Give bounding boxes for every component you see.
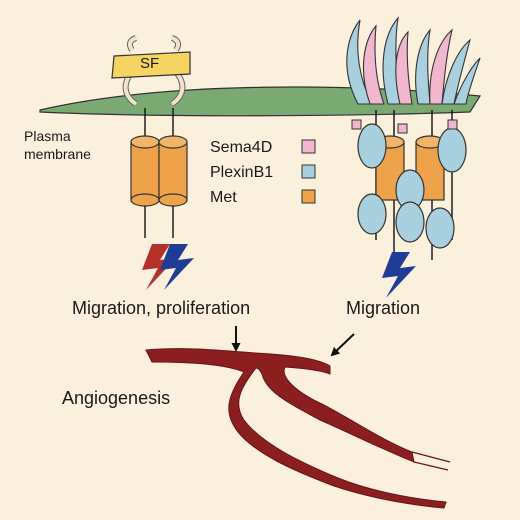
vessel-branch-tip: [411, 451, 451, 471]
legend-swatch-sema4d: [301, 139, 316, 154]
outcome-label-migration-proliferation: Migration, proliferation: [72, 298, 251, 318]
sf-ligand: [111, 35, 191, 107]
lightning-bolt-icon: [382, 252, 416, 298]
plasma-membrane-label-line2: membrane: [24, 146, 91, 162]
sf-label: SF: [140, 55, 160, 72]
met-receptor-left: [130, 108, 188, 238]
lightning-bolt-icon: [160, 244, 194, 290]
met-plexinb1-complex: [351, 110, 467, 260]
legend-swatch-met: [301, 189, 316, 204]
sema4d-plexin-extracellular: [346, 16, 481, 105]
plasma-membrane: [39, 86, 482, 117]
legend-label-met: Met: [210, 189, 237, 206]
lightning-bolt-icon: [142, 244, 176, 290]
angiogenesis-label: Angiogenesis: [62, 388, 171, 408]
outcome-label-migration: Migration: [346, 298, 421, 318]
arrow-down-icon: [330, 333, 355, 357]
plasma-membrane-label-line1: Plasma: [24, 128, 71, 144]
legend-label-sema4d: Sema4D: [210, 139, 273, 156]
blood-vessel: [145, 348, 447, 509]
legend-label-plexinb1: PlexinB1: [210, 164, 274, 181]
legend-swatch-plexinb1: [301, 164, 316, 179]
